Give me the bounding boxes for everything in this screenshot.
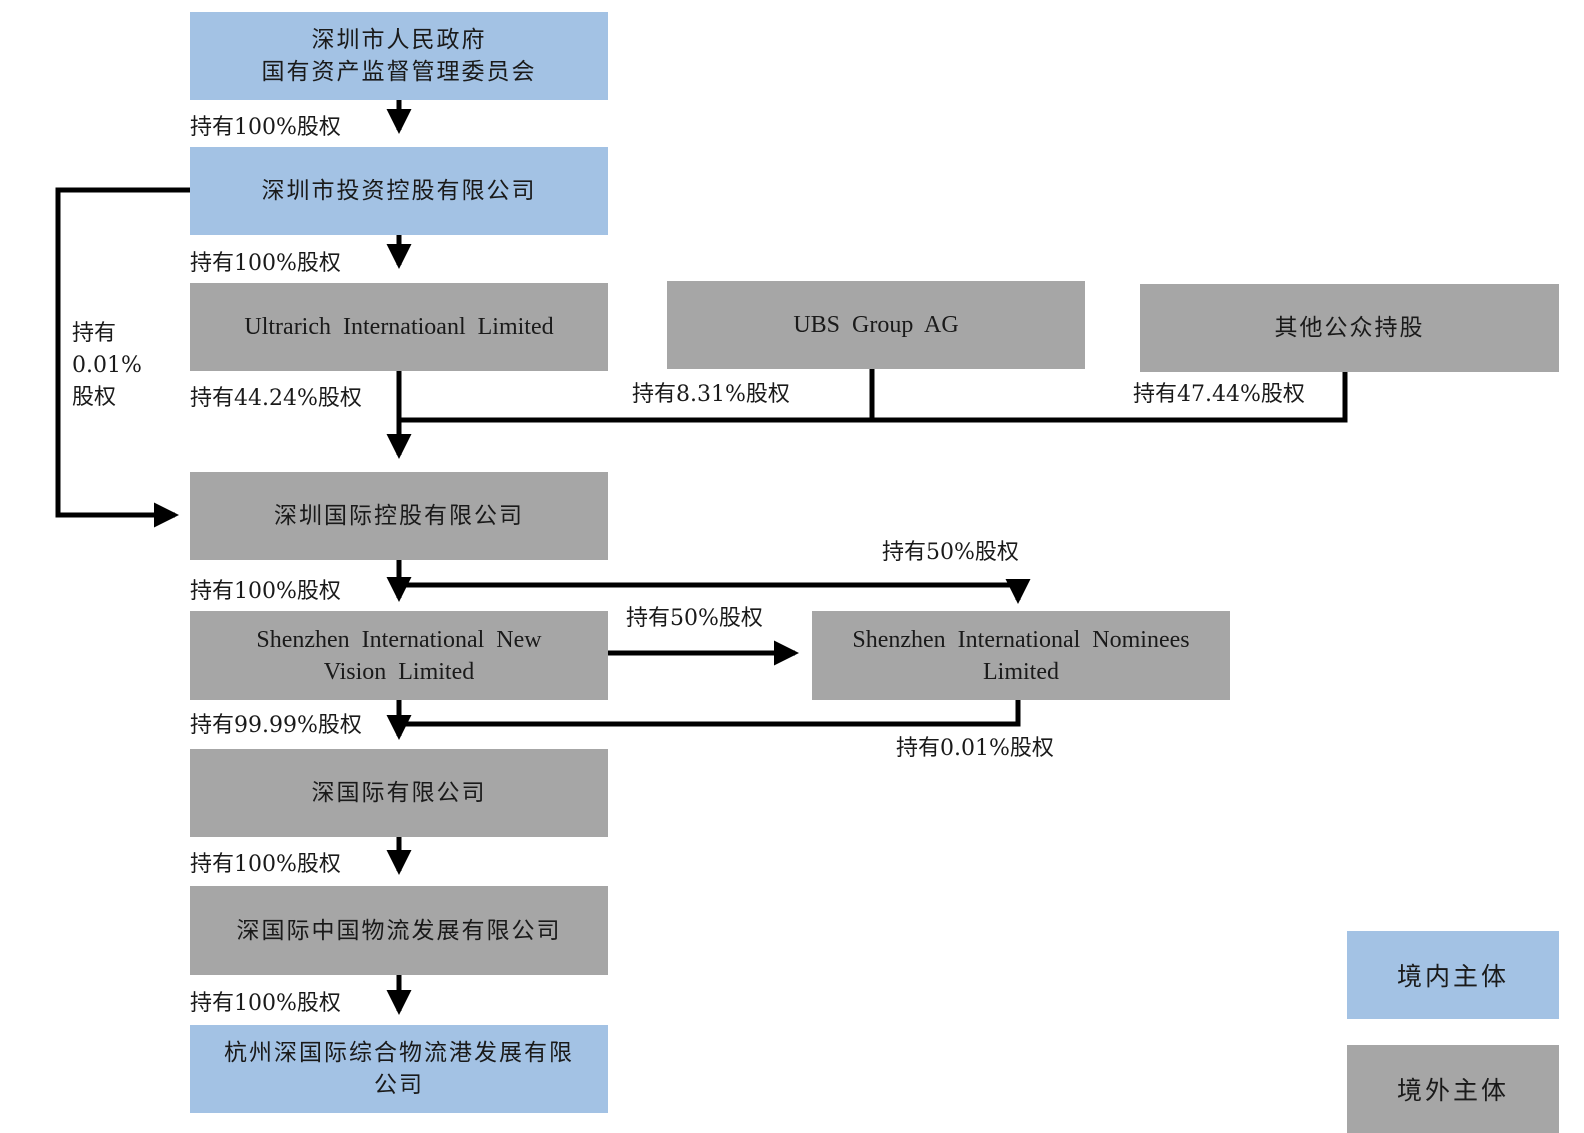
label-holdings-newvision: 持有100%股权: [190, 579, 341, 604]
entity-shenzhen-international-ltd: 深国际有限公司: [190, 749, 608, 837]
legend-domestic: 境内主体: [1347, 931, 1559, 1019]
edge-invest-holdings: [55, 187, 190, 528]
legend-foreign: 境外主体: [1347, 1045, 1559, 1133]
entity-shenzhen-investment-holdings: 深圳市投资控股有限公司: [190, 147, 608, 235]
label-holdings-nominees: 持有50%股权: [882, 540, 1019, 565]
entity-new-vision: Shenzhen International New Vision Limite…: [190, 611, 608, 700]
entity-shenzhen-international-holdings: 深圳国际控股有限公司: [190, 472, 608, 560]
entity-public-shareholders: 其他公众持股: [1140, 284, 1559, 372]
label-newvision-nominees: 持有50%股权: [626, 606, 763, 631]
entity-sasac: 深圳市人民政府 国有资产监督管理委员会: [190, 12, 608, 100]
entity-nominees: Shenzhen International Nominees Limited: [812, 611, 1230, 700]
entity-hangzhou-logistics-port: 杭州深国际综合物流港发展有限 公司: [190, 1025, 608, 1113]
label-nominees-szintl: 持有0.01%股权: [896, 736, 1054, 761]
label-invest-ultrarich: 持有100%股权: [190, 251, 341, 276]
edge-holdings-nominees: [399, 579, 1031, 605]
entity-ultrarich: Ultrarich Internatioanl Limited: [190, 283, 608, 371]
label-public-holdings: 持有47.44%股权: [1133, 382, 1305, 407]
label-ultrarich-holdings: 持有44.24%股权: [190, 386, 362, 411]
label-ubs-holdings: 持有8.31%股权: [632, 382, 790, 407]
label-logistics-hangzhou: 持有100%股权: [190, 991, 341, 1016]
label-szintl-logistics: 持有100%股权: [190, 852, 341, 877]
label-invest-holdings: 持有 0.01% 股权: [72, 321, 142, 410]
entity-ubs-group: UBS Group AG: [667, 281, 1085, 369]
edge-nominees-szintl: [399, 700, 1021, 727]
entity-china-logistics: 深国际中国物流发展有限公司: [190, 886, 608, 975]
label-newvision-szintl: 持有99.99%股权: [190, 713, 362, 738]
edge-public-join: [399, 370, 1348, 423]
label-sasac-invest: 持有100%股权: [190, 115, 341, 140]
